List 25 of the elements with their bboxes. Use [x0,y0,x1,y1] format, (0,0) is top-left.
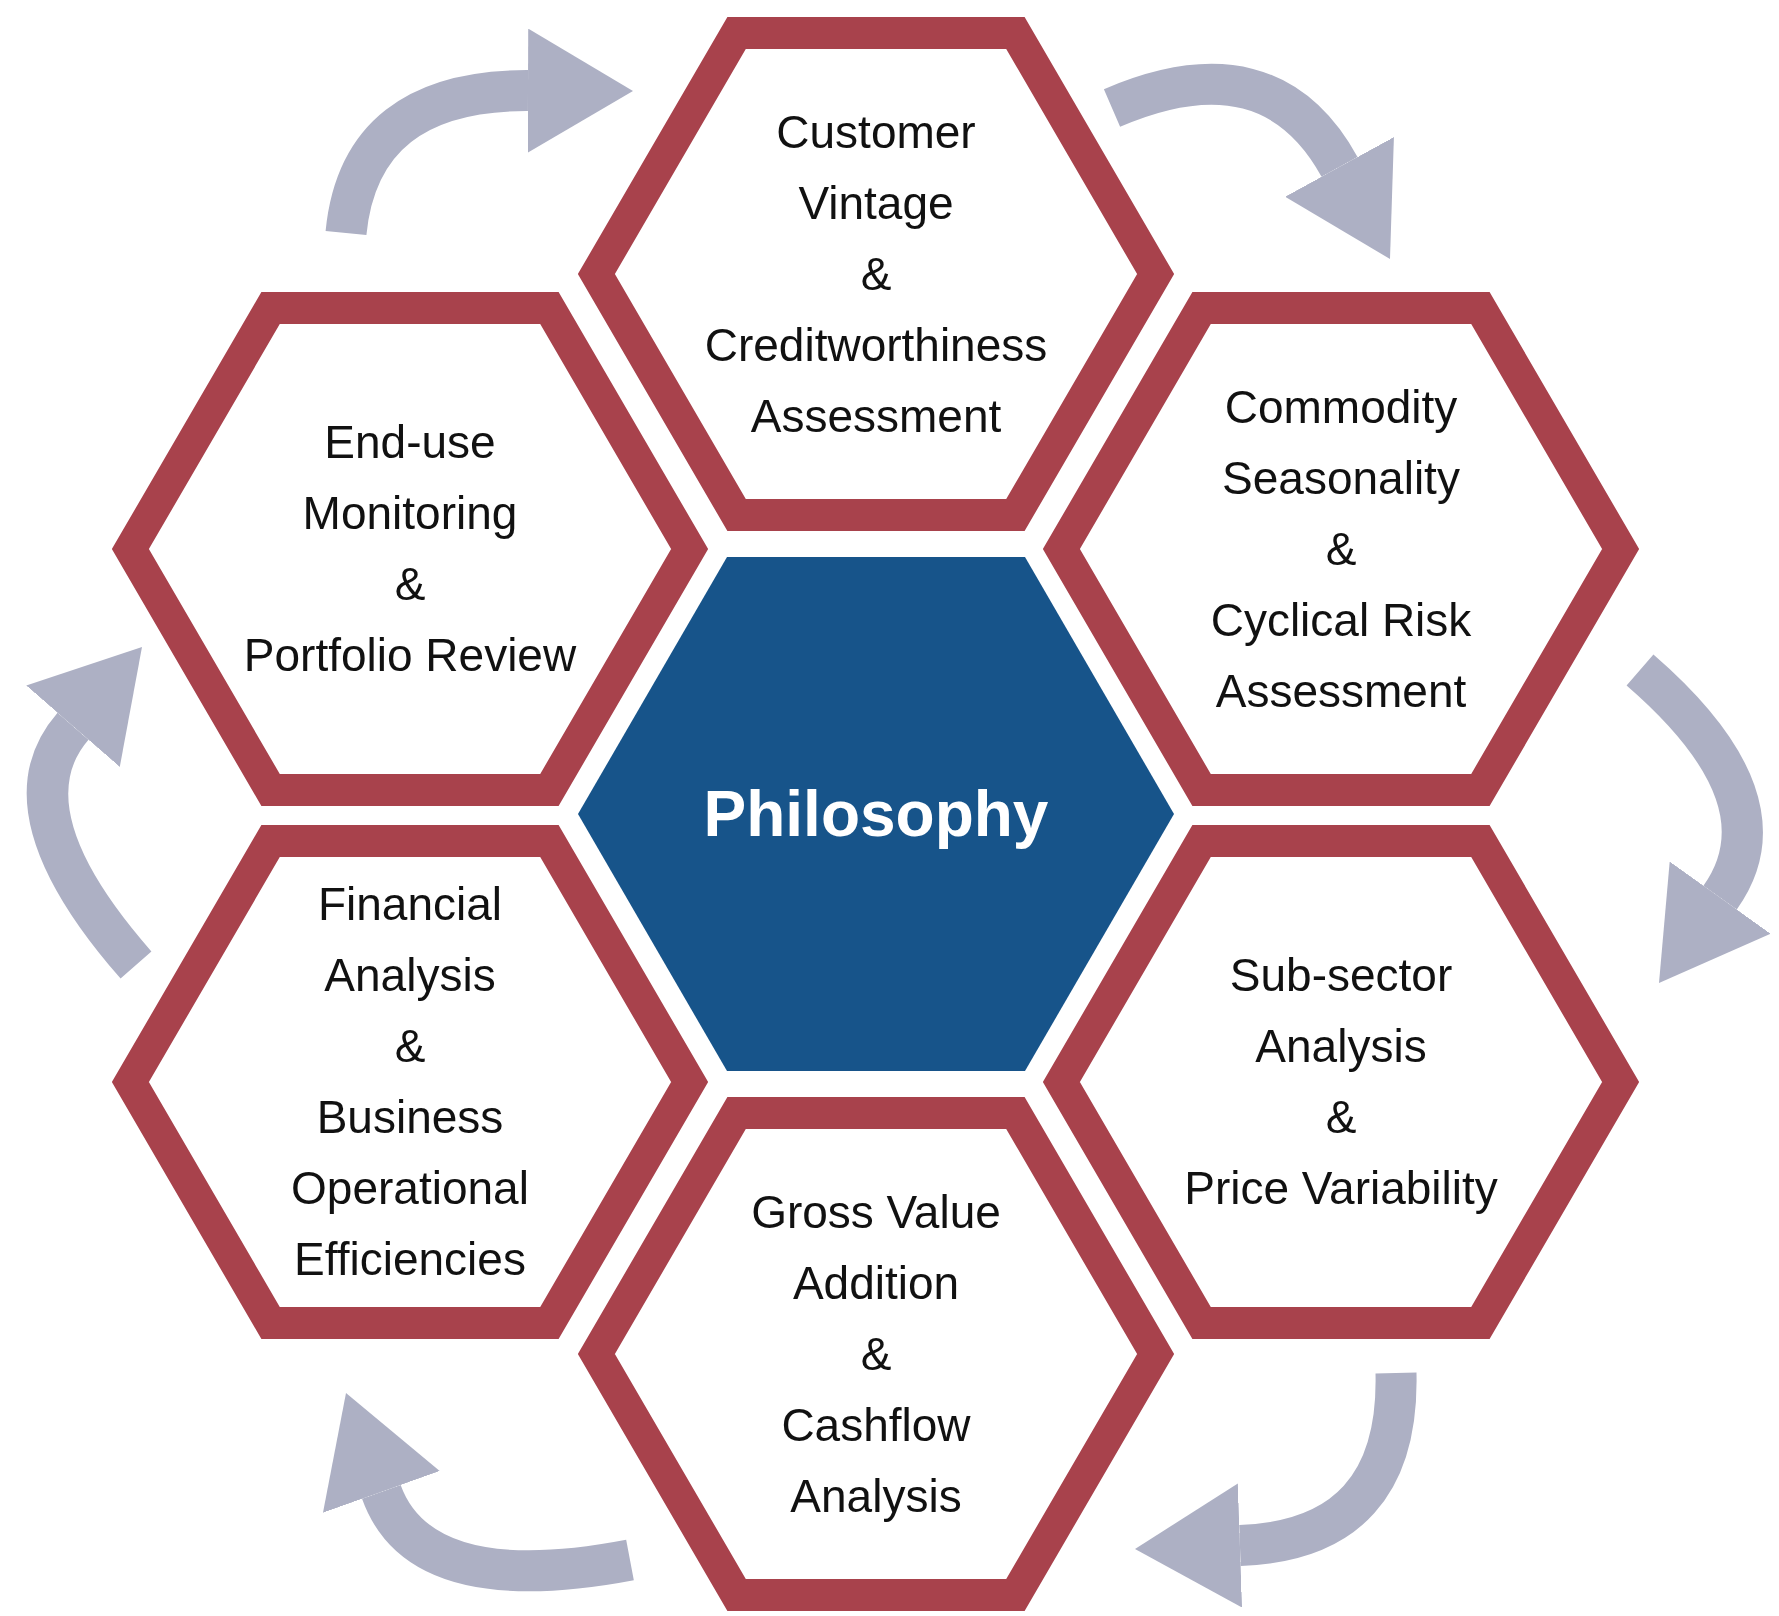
hexagon-label: Customer Vintage [775,104,977,231]
hexagon-label: & [860,246,892,302]
hexagon-label: Price Variability [1184,1161,1498,1216]
hexagon-label: & [860,1326,892,1382]
hexagon-label: Cashflow Analysis [780,1397,972,1524]
center-title: Philosophy [703,778,1049,850]
hexagon-label: Financial Analysis [316,877,504,1003]
center-hexagon [578,557,1174,1071]
hexagon-label: End-use Monitoring [301,415,519,541]
hexagon-label: & [394,557,426,612]
hexagon [112,825,708,1339]
hexagon-label: & [1325,1090,1357,1145]
hexagon [578,17,1174,531]
hexagon-label: & [394,1019,426,1074]
hexagon [578,1097,1174,1611]
hexagon [112,292,708,806]
hexagon-label: Commodity Seasonality [1221,379,1461,506]
hexagon-label: & [1325,521,1357,577]
curved-arrow [324,1396,634,1592]
hexagon-label: Creditworthiness Assessment [703,317,1049,444]
hexagon-label: Portfolio Review [243,628,577,683]
hexagon-label: Gross Value Addition [750,1184,1002,1311]
hexagon-label: Business Operational Efficiencies [290,1090,530,1287]
hexagon-label: Sub-sector Analysis [1228,948,1454,1074]
hexagon-label: Cyclical Risk Assessment [1209,592,1473,719]
